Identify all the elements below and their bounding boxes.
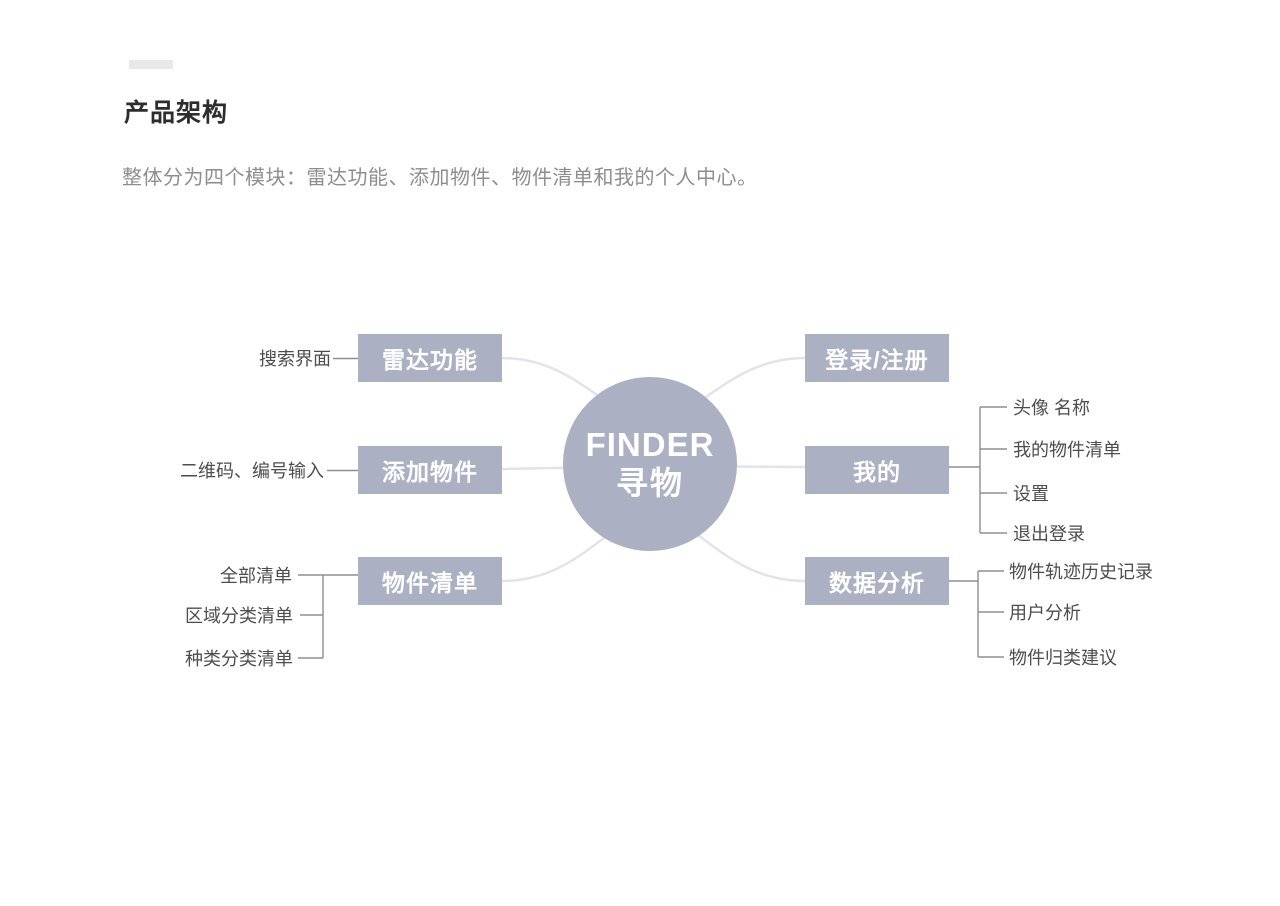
tree-line-analysis-bracket [947, 570, 1004, 658]
leaf-add-qr-input: 二维码、编号输入 [180, 461, 324, 481]
tree-line-mine-bracket [947, 406, 1007, 534]
leaf-radar-search-ui: 搜索界面 [259, 349, 331, 369]
leaf-list-all: 全部清单 [220, 566, 292, 586]
tree-line-list-bracket [298, 574, 358, 659]
leaf-mine-avatar-name: 头像 名称 [1013, 398, 1091, 418]
center-node-finder: FINDER 寻物 [563, 377, 737, 551]
leaf-analysis-categorize: 物件归类建议 [1009, 648, 1117, 668]
leaf-list-by-area: 区域分类清单 [185, 606, 293, 626]
leaf-mine-my-items: 我的物件清单 [1013, 440, 1121, 460]
node-add: 添加物件 [358, 446, 502, 494]
node-analysis: 数据分析 [805, 557, 949, 605]
node-list: 物件清单 [358, 557, 502, 605]
node-mine: 我的 [805, 446, 949, 494]
page-title: 产品架构 [124, 99, 229, 127]
leaf-analysis-track-history: 物件轨迹历史记录 [1009, 562, 1153, 582]
leaf-analysis-user: 用户分析 [1009, 603, 1081, 623]
leaf-mine-logout: 退出登录 [1013, 524, 1085, 544]
node-radar: 雷达功能 [358, 334, 502, 382]
leaf-mine-settings: 设置 [1013, 484, 1049, 504]
leaf-list-by-type: 种类分类清单 [185, 649, 293, 669]
center-node-subtitle: 寻物 [615, 464, 684, 501]
page-subtitle: 整体分为四个模块：雷达功能、添加物件、物件清单和我的个人中心。 [122, 167, 758, 189]
node-login: 登录/注册 [805, 334, 949, 382]
center-node-title: FINDER [585, 425, 715, 463]
accent-dash [129, 60, 173, 69]
